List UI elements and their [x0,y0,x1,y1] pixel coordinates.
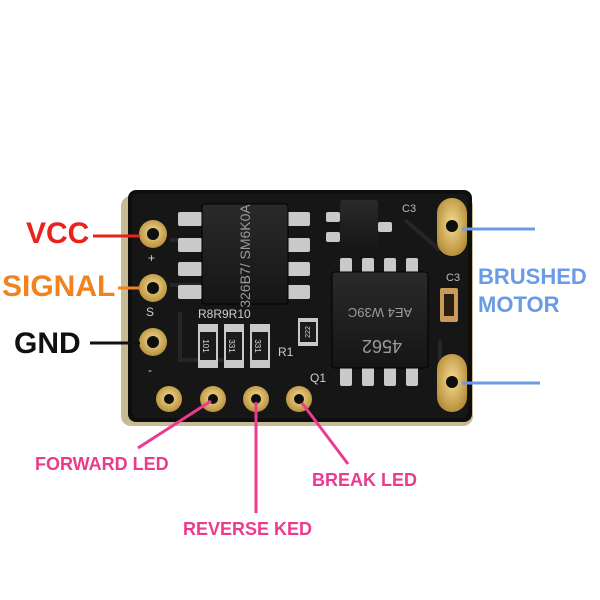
r1-marking: R1 [278,345,294,359]
svg-text:101: 101 [201,339,210,353]
pad-led-1 [156,386,182,412]
plus-marking: + [148,251,155,265]
reverse-led-label: REVERSE KED [183,519,313,539]
q1-marking: Q1 [310,371,326,385]
resistor-3: 331 [250,324,270,368]
resistor-array: R8R9R10 101 331 331 222 R1 Q [198,307,326,385]
minus-marking: - [148,363,152,377]
c3-top-marking: C3 [402,203,416,215]
brushed-motor-label: BRUSHED MOTOR [478,266,587,316]
chip-left: 326B7/ SM6K0A [178,203,310,308]
signal-label: SIGNAL [2,270,116,303]
gnd-label: GND [14,327,81,360]
resistor-row-marking: R8R9R10 [198,307,251,321]
svg-text:222: 222 [305,326,312,338]
break-led-label: BREAK LED [312,470,418,490]
chip-left-marking: 326B7/ SM6K0A [237,204,253,308]
brushed-motor-label-line2: MOTOR [478,292,560,317]
pad-motor-b [437,354,467,412]
vcc-label: VCC [26,217,90,250]
pin-silkscreen: + S - [146,251,155,377]
resistor-4: 222 [298,318,318,346]
svg-text:331: 331 [253,339,262,353]
forward-led-leader-line [137,399,212,450]
svg-text:331: 331 [227,339,236,353]
pad-break-led [286,386,312,412]
pad-signal [139,274,167,302]
pad-reverse-led [243,386,269,412]
resistor-1: 101 [198,324,218,368]
c3-marking: C3 [446,272,460,284]
break-led-leader-line [300,402,350,465]
pad-forward-led [200,386,226,412]
pad-vcc [139,220,167,248]
s-marking: S [146,305,154,319]
brushed-motor-label-line1: BRUSHED [478,264,587,289]
chip-right: AE4 W39C 4562 [331,258,429,386]
chip-right-marking-2: 4562 [362,336,402,356]
pad-motor-a [437,198,467,256]
pad-gnd [139,328,167,356]
transistor-top: C3 [326,200,416,252]
resistor-2: 331 [224,324,244,368]
forward-led-label: FORWARD LED [35,454,169,474]
capacitor-c3: C3 [440,272,460,322]
chip-right-marking-1: AE4 W39C [348,305,412,320]
